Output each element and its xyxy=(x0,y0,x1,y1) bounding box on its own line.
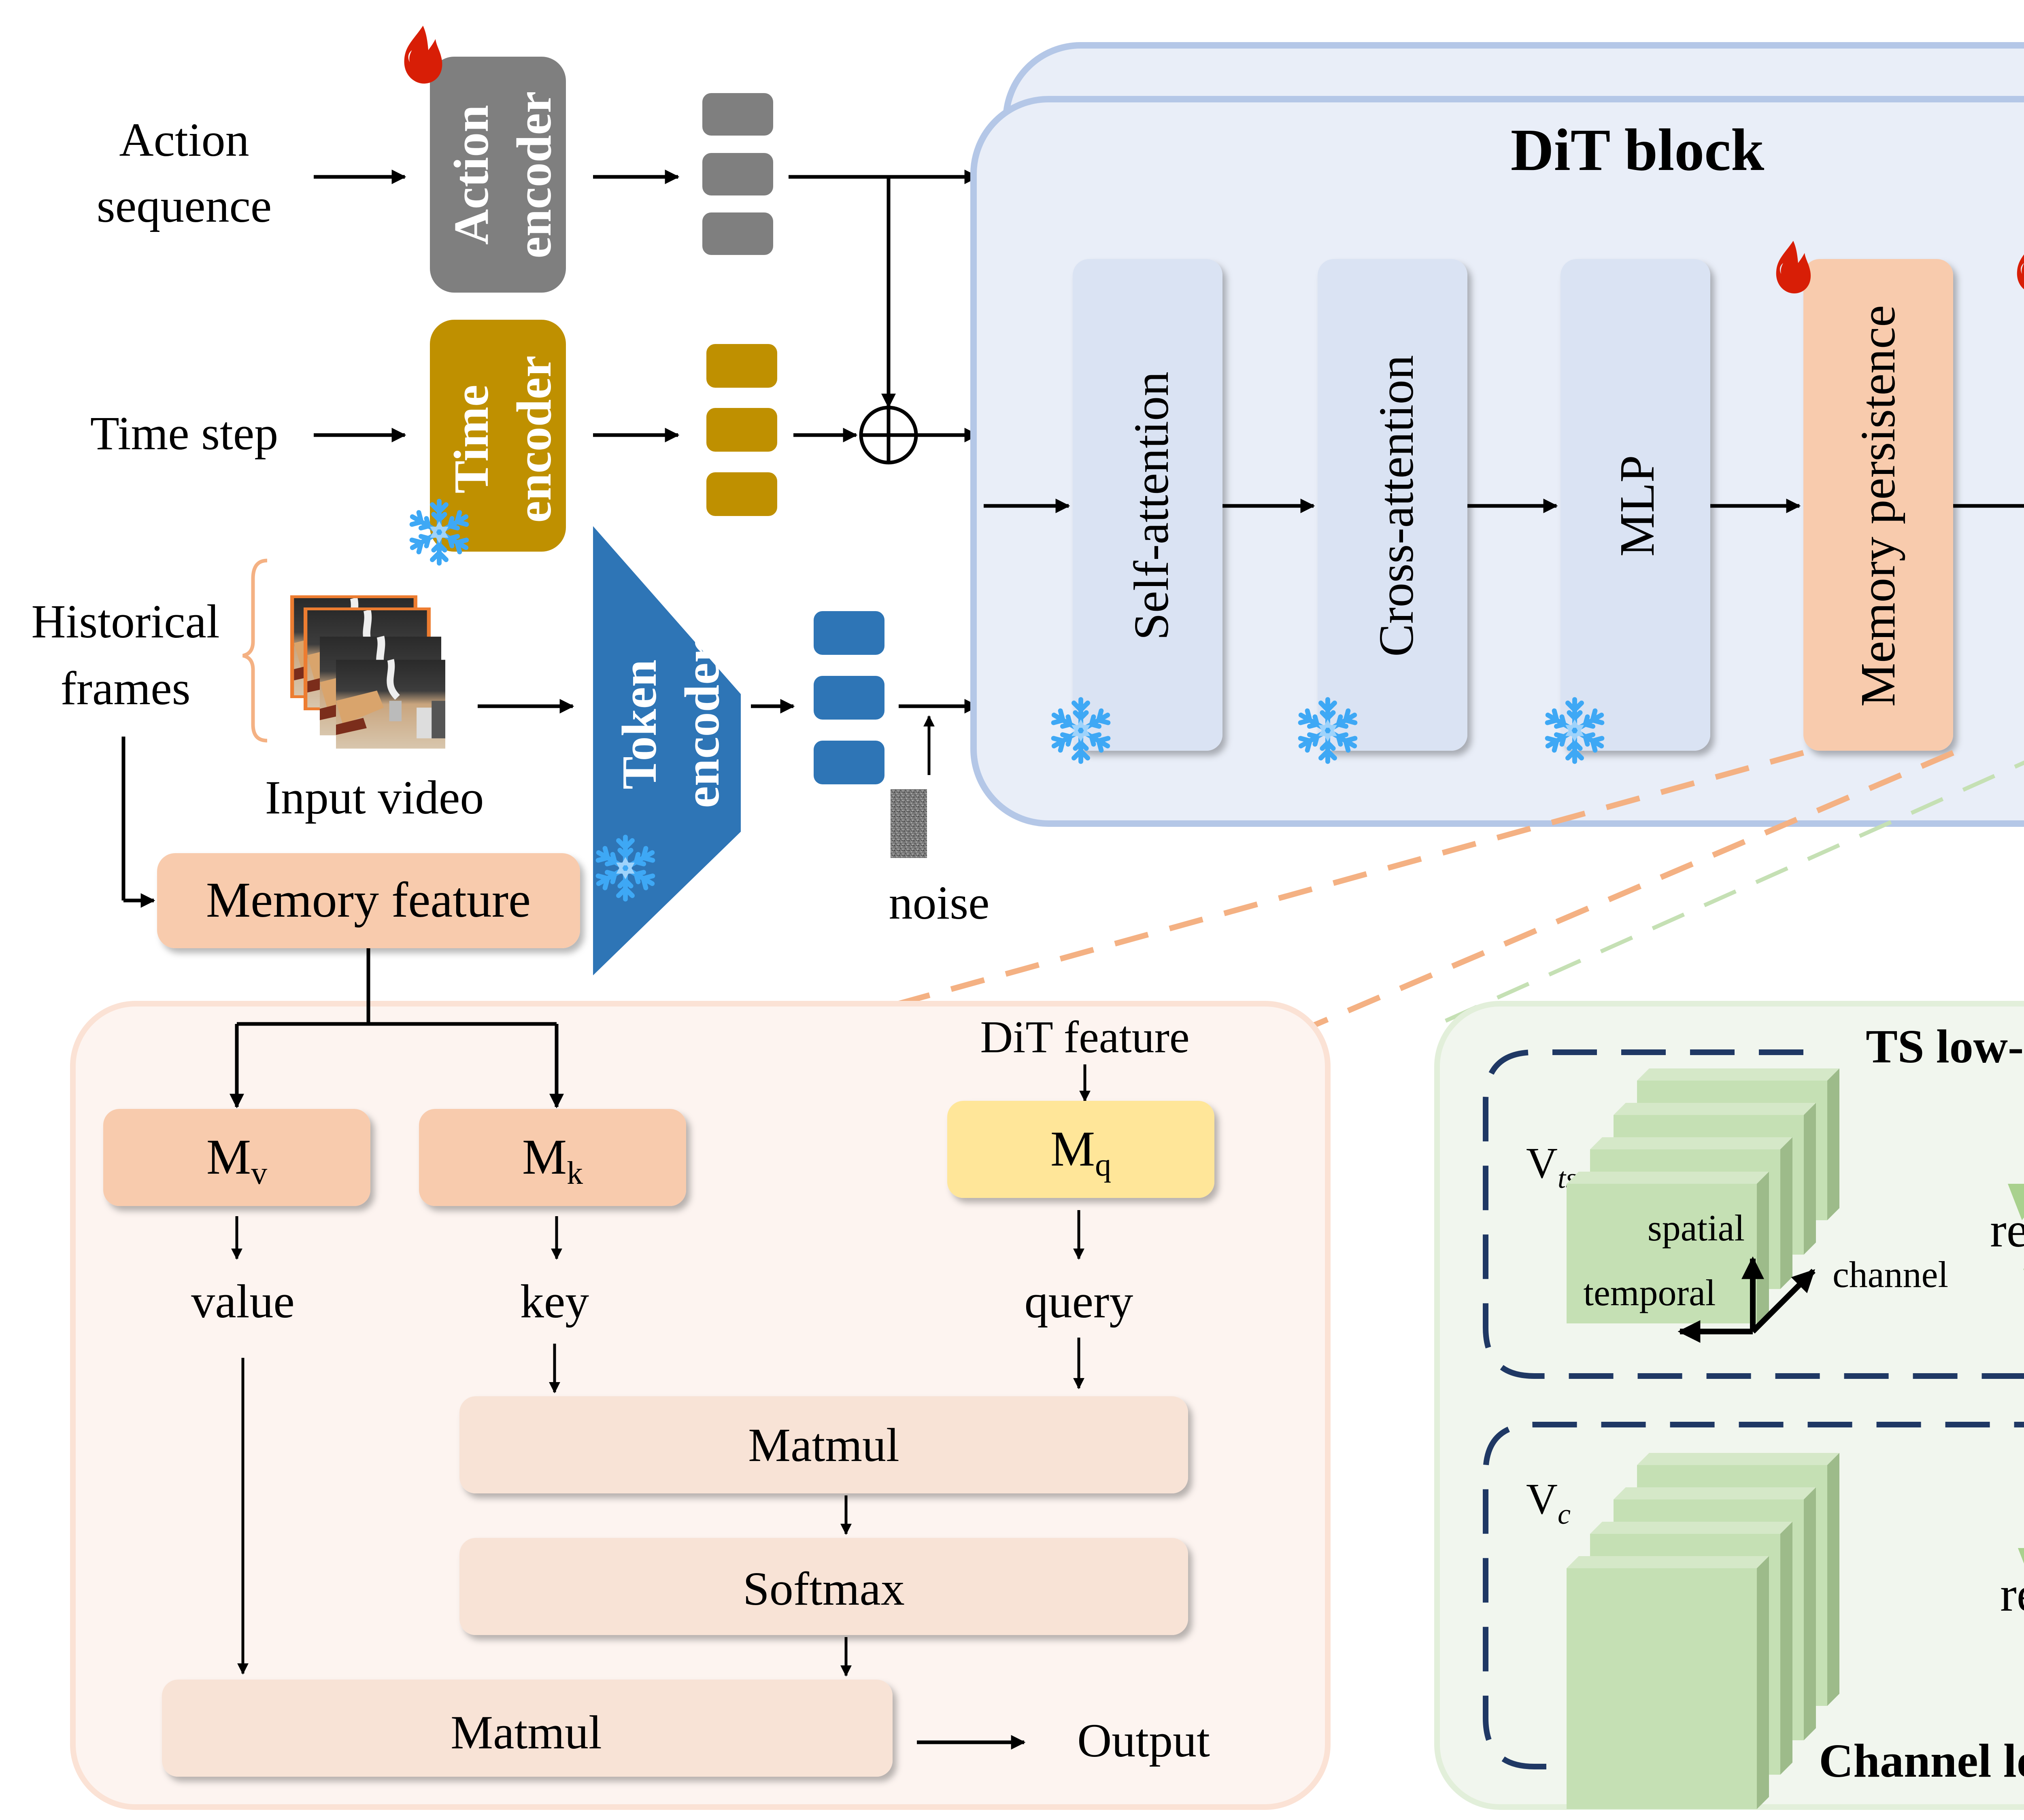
value-label: value xyxy=(191,1275,295,1328)
tensor-slab-side xyxy=(1757,1556,1769,1809)
channel-low-rank-title: Channel low-rank self learning xyxy=(1819,1734,2024,1787)
tensor-slab-side xyxy=(1804,1487,1816,1740)
video-tokens xyxy=(814,611,884,784)
memory-feature-box xyxy=(157,853,580,948)
tensor-slab-top xyxy=(1614,1103,1816,1115)
channel-tensor-stack-input xyxy=(1567,1453,1839,1809)
softmax-label: Softmax xyxy=(743,1562,905,1615)
tensor-slab-top xyxy=(1614,1487,1816,1499)
tensor-slab-side xyxy=(1827,1453,1839,1706)
vc-label: Vc xyxy=(1526,1475,1571,1530)
module-cross-attention: Cross-attention xyxy=(1369,355,1424,656)
time-encoder: Time encoder xyxy=(430,320,566,552)
module-mlp: MLP xyxy=(1610,455,1665,557)
axis-channel-label: channel xyxy=(1833,1254,1948,1295)
tensor-slab-side xyxy=(1804,1103,1816,1255)
reconstruction-cycle-icon-bottom xyxy=(2018,1548,2024,1564)
svg-text:Self-attention: Self-attention xyxy=(1124,372,1179,640)
svg-text:Action: Action xyxy=(444,105,499,245)
tensor-slab-top xyxy=(1590,1137,1792,1149)
zoom-connectors xyxy=(898,750,2024,1031)
tensor-slab-front xyxy=(1567,1568,1757,1809)
svg-text:encoder: encoder xyxy=(675,641,729,808)
input-video-label: Input video xyxy=(265,771,484,824)
key-label: key xyxy=(520,1275,589,1328)
noise-image xyxy=(891,789,927,858)
matmul-1-label: Matmul xyxy=(748,1419,899,1472)
tensor-slab-side xyxy=(1827,1068,1839,1220)
tensor-axes xyxy=(1677,1256,1816,1343)
module-cross-attention-box xyxy=(1318,259,1467,751)
module-self-attention-box xyxy=(1073,259,1222,751)
svg-text:sequence: sequence xyxy=(97,179,272,232)
mv-label: Mv xyxy=(206,1129,267,1191)
svg-text:Time: Time xyxy=(444,385,499,494)
sum-icon xyxy=(859,406,918,465)
tensor-slab-side xyxy=(1780,1522,1792,1775)
tensor-slab-top xyxy=(1637,1453,1839,1465)
action-tokens xyxy=(702,93,773,255)
dit-block-stack xyxy=(970,42,2024,827)
tensor-slab-top xyxy=(1637,1068,1839,1081)
tensor-slab-front xyxy=(1567,1184,1757,1323)
action-sequence-label: Action sequence xyxy=(97,113,272,232)
time-tokens xyxy=(706,344,777,516)
action-encoder: Action encoder xyxy=(430,57,566,293)
svg-text:frames: frames xyxy=(60,662,190,715)
dit-feature-label: DiT feature xyxy=(980,1012,1189,1062)
svg-text:MLP: MLP xyxy=(1610,455,1665,557)
tensor-slab-top xyxy=(1567,1172,1769,1184)
mk-label: Mk xyxy=(522,1129,583,1191)
brace-historical-frames xyxy=(242,559,268,743)
tensor-slab-side xyxy=(1780,1137,1792,1289)
token-encoder: Token encoder xyxy=(593,526,741,975)
svg-text:Cross-attention: Cross-attention xyxy=(1369,355,1424,656)
tensor-slab-side xyxy=(1757,1172,1769,1323)
svg-text:encoder: encoder xyxy=(507,355,561,522)
tensor-slab-top xyxy=(1590,1522,1792,1534)
projection-boxes xyxy=(103,1101,1214,1206)
memory-feature-label: Memory feature xyxy=(206,872,531,928)
dit-modules-bg xyxy=(1073,259,1953,751)
reconstruction-cycle-icon-top xyxy=(2008,1184,2024,1270)
reconstruction-label-bottom: reconstruction xyxy=(2000,1567,2024,1622)
svg-text:encoder: encoder xyxy=(507,91,561,258)
axis-spatial-label: spatial xyxy=(1648,1207,1745,1249)
tensor-slab-top xyxy=(1567,1556,1769,1568)
noise-label: noise xyxy=(889,876,989,929)
historical-frames-label: Historical frames xyxy=(31,595,219,715)
input-video-frames xyxy=(290,595,445,749)
mq-label: Mq xyxy=(1050,1121,1111,1183)
svg-text:Token: Token xyxy=(612,659,667,789)
ts-tensor-stack-input xyxy=(1567,1068,1839,1323)
module-memory-persistence-box xyxy=(1803,259,1953,751)
ts-low-rank-title: TS low-rank self learning xyxy=(1866,1020,2024,1073)
axis-temporal-label: temporal xyxy=(1584,1272,1716,1313)
module-memory-persistence: Memory persistence xyxy=(1851,305,1905,707)
module-mlp-box xyxy=(1561,259,1710,751)
attention-op-boxes xyxy=(162,1396,1188,1777)
attention-output-label: Output xyxy=(1077,1714,1210,1767)
svg-text:Historical: Historical xyxy=(31,595,219,648)
svg-text:Action: Action xyxy=(119,113,249,166)
time-step-label: Time step xyxy=(90,407,278,460)
flame-icon-action-encoder xyxy=(404,25,442,84)
svg-text:Memory persistence: Memory persistence xyxy=(1851,305,1905,707)
dit-block-title: DiT block xyxy=(1511,117,1765,183)
reconstruction-label-top: reconstruction xyxy=(1990,1203,2024,1257)
query-label: query xyxy=(1025,1275,1133,1328)
module-self-attention: Self-attention xyxy=(1124,372,1179,640)
matmul-2-label: Matmul xyxy=(451,1706,602,1759)
